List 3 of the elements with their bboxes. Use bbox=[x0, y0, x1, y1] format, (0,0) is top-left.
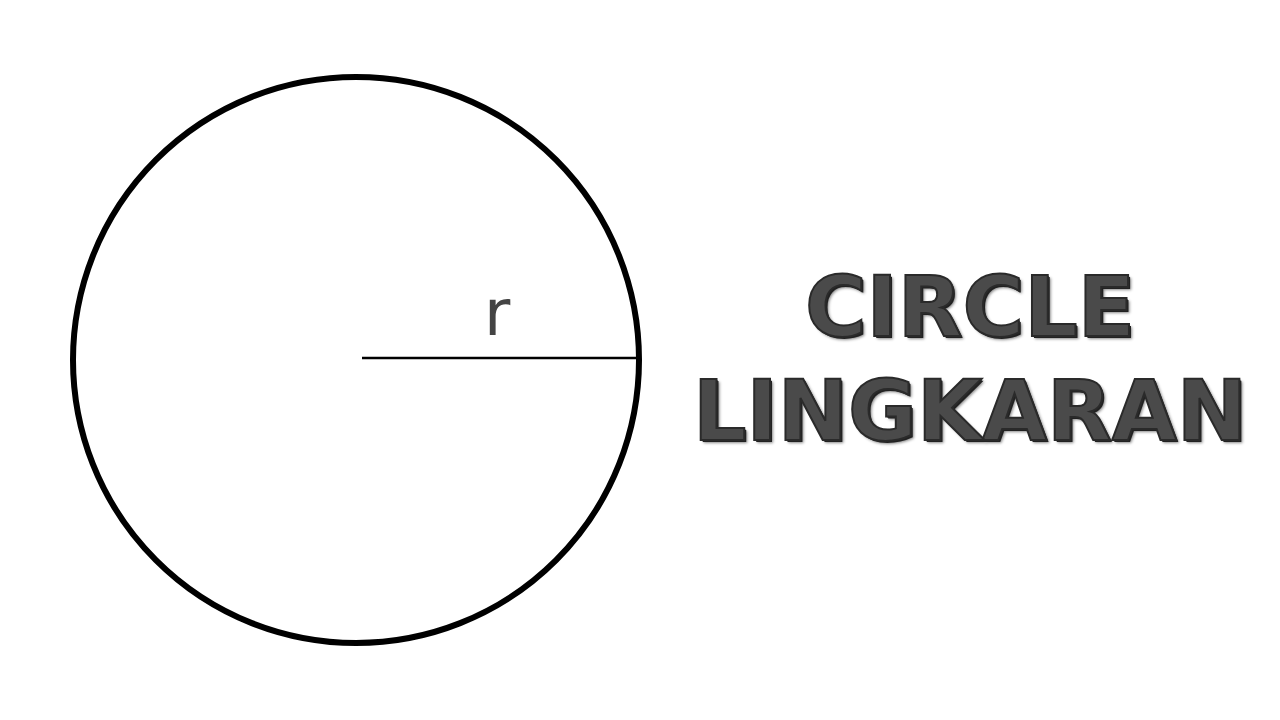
circle-outline bbox=[70, 74, 642, 646]
title: CIRCLE LINGKARAN bbox=[691, 257, 1249, 462]
radius-label: r bbox=[484, 278, 511, 348]
